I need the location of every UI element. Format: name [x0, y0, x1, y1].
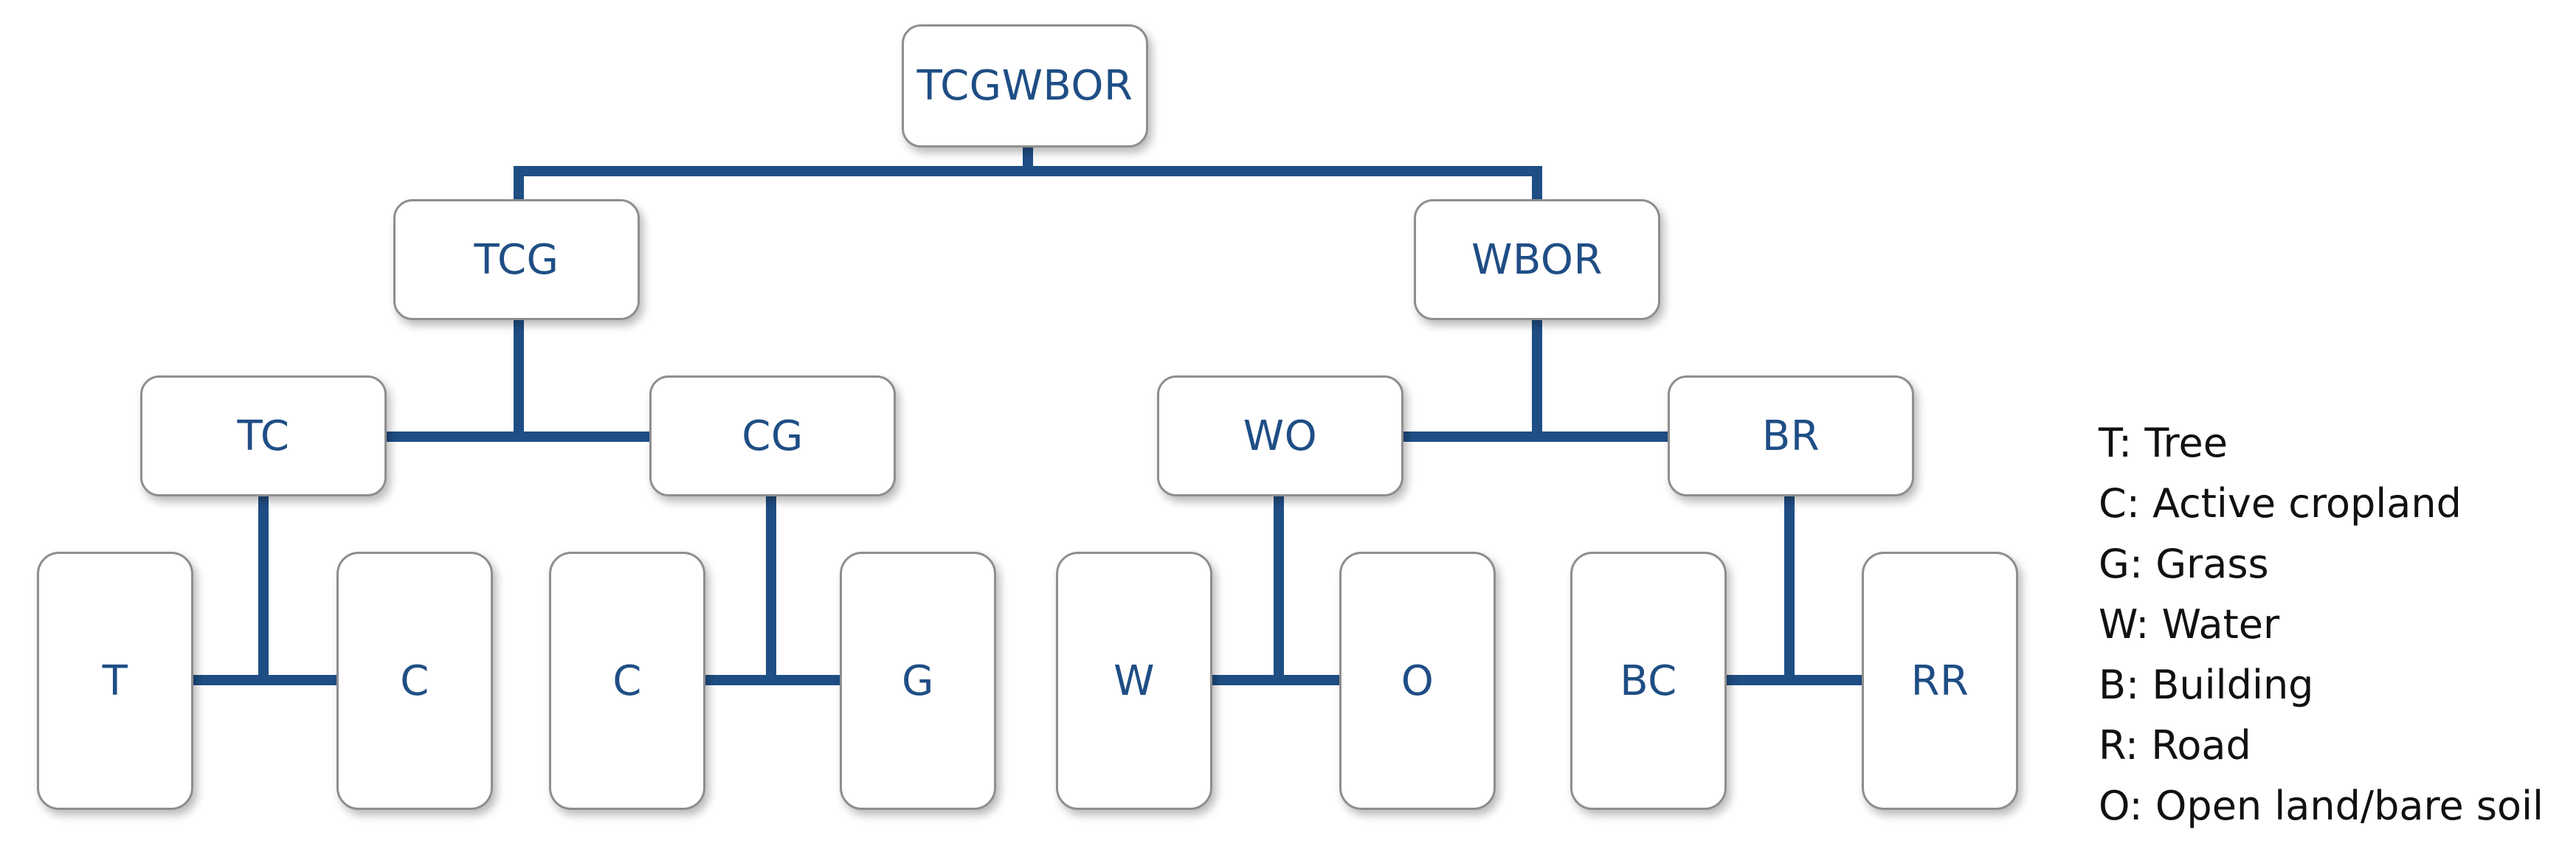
leaf-bc: BC — [1570, 552, 1727, 810]
node-cg: CG — [649, 375, 896, 496]
leaf-c-2: C — [549, 552, 705, 810]
legend-item-open-land: O: Open land/bare soil — [2099, 783, 2544, 829]
legend-item-water: W: Water — [2099, 601, 2280, 648]
node-tc: TC — [140, 375, 387, 496]
legend-item-road: R: Road — [2099, 722, 2251, 769]
legend-item-grass: G: Grass — [2099, 541, 2269, 587]
node-wbor: WBOR — [1414, 199, 1660, 320]
legend-item-tree: T: Tree — [2099, 420, 2228, 466]
legend: T: Tree C: Active cropland G: Grass W: W… — [2099, 413, 2544, 836]
legend-item-active-cropland: C: Active cropland — [2099, 480, 2462, 527]
node-root: TCGWBOR — [902, 24, 1148, 148]
leaf-c-1: C — [336, 552, 493, 810]
node-wo: WO — [1157, 375, 1403, 496]
node-br: BR — [1668, 375, 1914, 496]
leaf-g: G — [840, 552, 996, 810]
node-tcg: TCG — [393, 199, 640, 320]
legend-item-building: B: Building — [2099, 662, 2314, 708]
leaf-o: O — [1339, 552, 1496, 810]
leaf-w: W — [1056, 552, 1212, 810]
leaf-rr: RR — [1862, 552, 2018, 810]
leaf-t: T — [37, 552, 193, 810]
